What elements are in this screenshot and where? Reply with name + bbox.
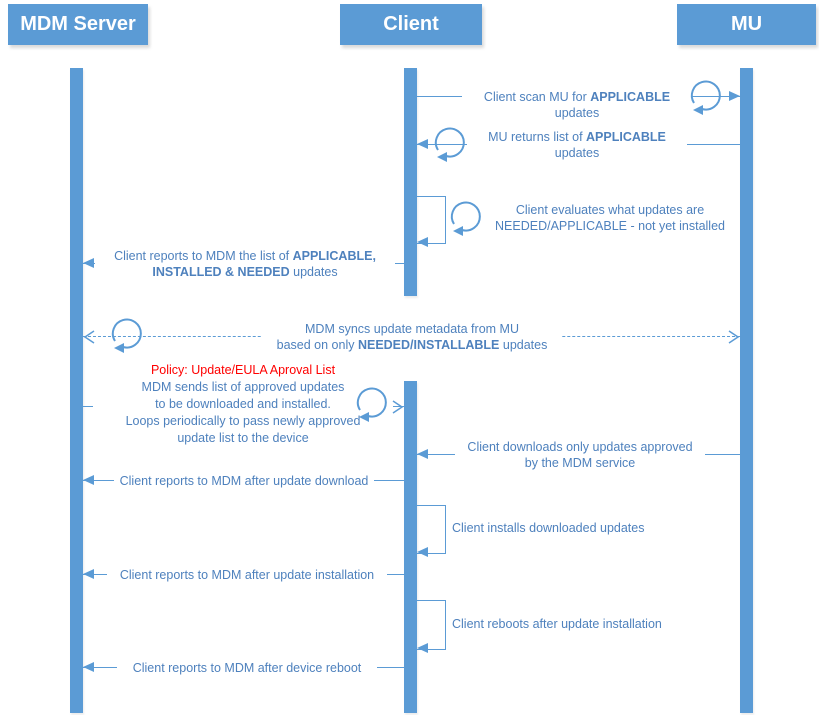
loop-icon bbox=[356, 387, 387, 422]
lifeline-mdm bbox=[70, 68, 83, 713]
actor-mu: MU bbox=[677, 4, 816, 45]
message-evaluates-selfloop bbox=[417, 196, 446, 244]
arrowhead-icon bbox=[83, 475, 94, 485]
message-mu-returns-label: MU returns list of APPLICABLE updates bbox=[467, 129, 687, 161]
message-install-selfloop bbox=[417, 505, 446, 554]
message-sync-label: MDM syncs update metadata from MU based … bbox=[262, 321, 562, 353]
message-scan-text2: updates bbox=[554, 106, 600, 120]
arrowhead-icon bbox=[417, 643, 428, 653]
open-arrowhead-icon bbox=[83, 330, 95, 344]
message-reboot-selfloop bbox=[417, 600, 446, 650]
message-report-list-label: Client reports to MDM the list of APPLIC… bbox=[95, 248, 395, 280]
actor-mdm-server-label: MDM Server bbox=[20, 13, 136, 35]
message-download-label: Client downloads only updates approved b… bbox=[455, 439, 705, 471]
message-policy-label: Policy: Update/EULA Aproval List MDM sen… bbox=[93, 362, 393, 447]
arrowhead-icon bbox=[417, 237, 428, 247]
arrowhead-icon bbox=[417, 139, 428, 149]
actor-mu-label: MU bbox=[730, 13, 763, 35]
message-reboot-label: Client reboots after update installation bbox=[452, 617, 662, 631]
message-scan-bold: APPLICABLE bbox=[590, 90, 671, 104]
lifeline-mu bbox=[740, 68, 753, 713]
arrowhead-icon bbox=[417, 547, 428, 557]
message-evaluates-label: Client evaluates what updates are NEEDED… bbox=[495, 203, 725, 233]
arrowhead-icon bbox=[83, 569, 94, 579]
message-install-label: Client installs downloaded updates bbox=[452, 521, 645, 535]
arrowhead-icon bbox=[729, 91, 740, 101]
actor-client: Client bbox=[340, 4, 482, 45]
message-report-download-label: Client reports to MDM after update downl… bbox=[114, 473, 374, 489]
message-scan-label: Client scan MU for APPLICABLE updates bbox=[462, 89, 692, 121]
message-mu-returns-line2: updates bbox=[554, 146, 600, 160]
policy-title: Policy: Update/EULA Aproval List bbox=[150, 363, 336, 377]
arrowhead-icon bbox=[83, 662, 94, 672]
message-report-install-label: Client reports to MDM after update insta… bbox=[107, 567, 387, 583]
actor-mdm-server: MDM Server bbox=[8, 4, 148, 45]
loop-icon bbox=[434, 127, 465, 162]
arrowhead-icon bbox=[417, 449, 428, 459]
loop-icon bbox=[111, 318, 142, 353]
loop-icon bbox=[450, 201, 481, 236]
message-mu-returns-line1: MU returns list of APPLICABLE bbox=[488, 130, 666, 144]
open-arrowhead-icon bbox=[392, 400, 404, 414]
lifeline-client-upper bbox=[404, 68, 417, 296]
arrowhead-icon bbox=[83, 258, 94, 268]
loop-icon bbox=[690, 80, 721, 115]
actor-client-label: Client bbox=[383, 13, 439, 35]
lifeline-client-lower bbox=[404, 381, 417, 713]
open-arrowhead-icon bbox=[728, 330, 740, 344]
message-report-reboot-label: Client reports to MDM after device reboo… bbox=[117, 660, 377, 676]
message-scan-text: Client scan MU for bbox=[483, 90, 591, 104]
